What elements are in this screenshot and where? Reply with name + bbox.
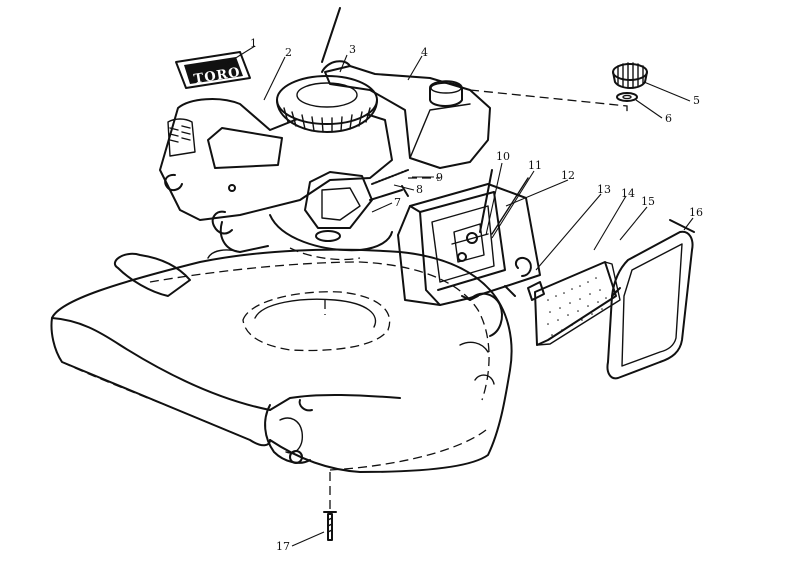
- callout-15: 15: [641, 195, 655, 208]
- callout-5: 5: [693, 94, 700, 107]
- callout-numbers: 1 2 3 4 5 6 7 8 9 10 11 12 13 14 15 16 1…: [250, 37, 703, 553]
- leader-lines: [225, 45, 694, 547]
- mower-deck: [50, 248, 513, 473]
- callout-14: 14: [621, 187, 635, 200]
- fuel-tank: [321, 60, 491, 169]
- air-cleaner-nut: [504, 256, 545, 301]
- callout-7: 7: [394, 196, 401, 209]
- callout-13: 13: [597, 183, 611, 196]
- callout-6: 6: [665, 112, 672, 125]
- callout-1: 1: [250, 37, 257, 50]
- callout-9: 9: [436, 171, 443, 184]
- callout-8: 8: [416, 183, 423, 196]
- callout-16: 16: [689, 206, 703, 219]
- callout-2: 2: [285, 46, 292, 59]
- spring: [371, 169, 409, 185]
- toro-decal: TORO: [175, 51, 251, 89]
- fuel-cap-guide-line: [469, 89, 628, 116]
- callout-10: 10: [496, 150, 510, 163]
- air-cleaner-cover: [606, 219, 695, 380]
- callout-3: 3: [349, 43, 356, 56]
- callout-4: 4: [421, 46, 428, 59]
- engine: [159, 7, 393, 261]
- callout-11: 11: [528, 159, 542, 172]
- air-cleaner-body: [397, 183, 541, 306]
- logo-text: TORO: [193, 65, 242, 87]
- screw: [369, 185, 409, 201]
- fuel-cap-gasket: [616, 92, 638, 102]
- deck-bolt: [323, 472, 337, 541]
- fuel-cap: [612, 62, 648, 89]
- callout-12: 12: [561, 169, 575, 182]
- callout-17: 17: [276, 540, 290, 553]
- fastener-washer: [491, 177, 529, 235]
- foam-element: [534, 261, 621, 346]
- fastener-screw: [479, 169, 493, 233]
